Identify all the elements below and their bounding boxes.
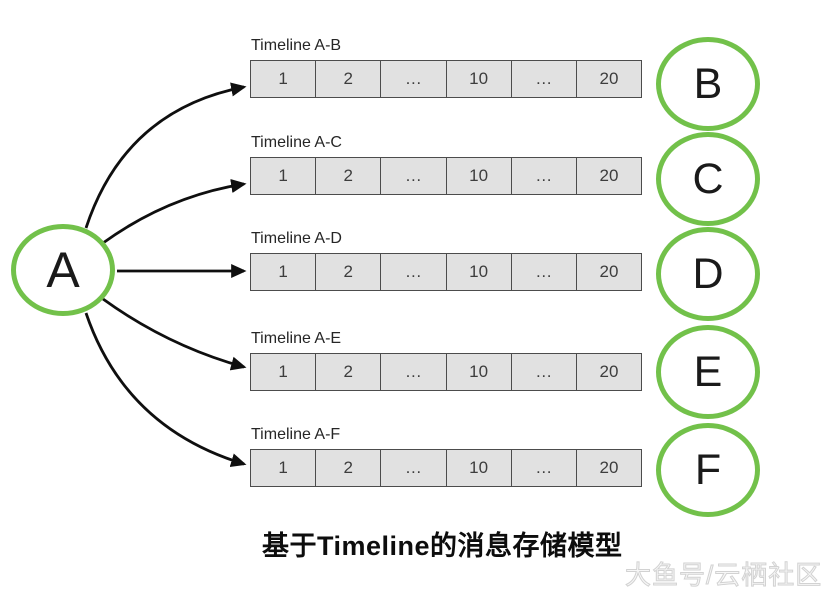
timeline-cell: 20 (576, 254, 642, 290)
timeline-label: Timeline A-C (251, 134, 342, 151)
timeline-cell: 10 (446, 450, 512, 486)
timeline-cell: 10 (446, 158, 512, 194)
timeline-cell: … (511, 450, 577, 486)
timeline-b: Timeline A-B 1 2 … 10 … 20 (250, 37, 642, 98)
timeline-cell: 20 (576, 354, 642, 390)
arrow-a-to-e (102, 297, 247, 371)
timeline-cells-row: 1 2 … 10 … 20 (250, 353, 642, 391)
target-node-label: D (692, 249, 724, 298)
timeline-cell: 10 (446, 254, 512, 290)
target-node-label: B (693, 59, 723, 108)
timeline-cell: … (381, 354, 447, 390)
timeline-cell: 1 (251, 254, 317, 290)
timeline-cell: 1 (251, 158, 317, 194)
node-b: B (656, 37, 760, 131)
timeline-cell: 2 (316, 450, 382, 486)
timeline-c: Timeline A-C 1 2 … 10 … 20 (250, 134, 642, 195)
timeline-cell: … (511, 158, 577, 194)
timeline-cells-row: 1 2 … 10 … 20 (250, 60, 642, 98)
node-c: C (656, 132, 760, 226)
timeline-label: Timeline A-E (251, 330, 342, 347)
timeline-cell: 1 (251, 61, 317, 97)
timeline-cells-row: 1 2 … 10 … 20 (250, 157, 642, 195)
timeline-f: Timeline A-F 1 2 … 10 … 20 (250, 426, 642, 487)
timeline-cell: … (381, 158, 447, 194)
timeline-cell: 20 (576, 61, 642, 97)
timeline-e: Timeline A-E 1 2 … 10 … 20 (250, 330, 642, 391)
target-node-label: F (694, 445, 722, 494)
timeline-cell: 20 (576, 158, 642, 194)
node-d: D (656, 227, 760, 321)
timeline-cell: … (381, 254, 447, 290)
arrow-a-to-b (84, 82, 247, 229)
timeline-cell: 2 (316, 61, 382, 97)
timeline-cell: 2 (316, 158, 382, 194)
timeline-cells-row: 1 2 … 10 … 20 (250, 253, 642, 291)
timeline-cell: 10 (446, 61, 512, 97)
watermark: 大鱼号/云栖社区 (624, 560, 823, 591)
node-e: E (656, 325, 760, 419)
node-a: A (11, 224, 115, 316)
timeline-cell: 2 (316, 354, 382, 390)
timeline-cell: 1 (251, 450, 317, 486)
timeline-label: Timeline A-D (251, 230, 342, 247)
timeline-label: Timeline A-B (251, 37, 342, 54)
timeline-cell: … (381, 450, 447, 486)
target-node-label: E (693, 347, 723, 396)
arrow-a-to-f (84, 312, 247, 468)
timeline-d: Timeline A-D 1 2 … 10 … 20 (250, 230, 642, 291)
target-node-label: C (692, 154, 724, 203)
timeline-cells-row: 1 2 … 10 … 20 (250, 449, 642, 487)
node-f: F (656, 423, 760, 517)
timeline-cell: 20 (576, 450, 642, 486)
timeline-cell: … (511, 254, 577, 290)
timeline-label: Timeline A-F (251, 426, 341, 443)
timeline-cell: 1 (251, 354, 317, 390)
node-a-label: A (46, 242, 80, 298)
diagram-caption: 基于Timeline的消息存储模型 (262, 531, 623, 561)
timeline-cell: 10 (446, 354, 512, 390)
timeline-cell: … (511, 354, 577, 390)
timeline-cell: 2 (316, 254, 382, 290)
arrow-a-to-c (102, 179, 247, 245)
timeline-cell: … (511, 61, 577, 97)
timeline-cell: … (381, 61, 447, 97)
